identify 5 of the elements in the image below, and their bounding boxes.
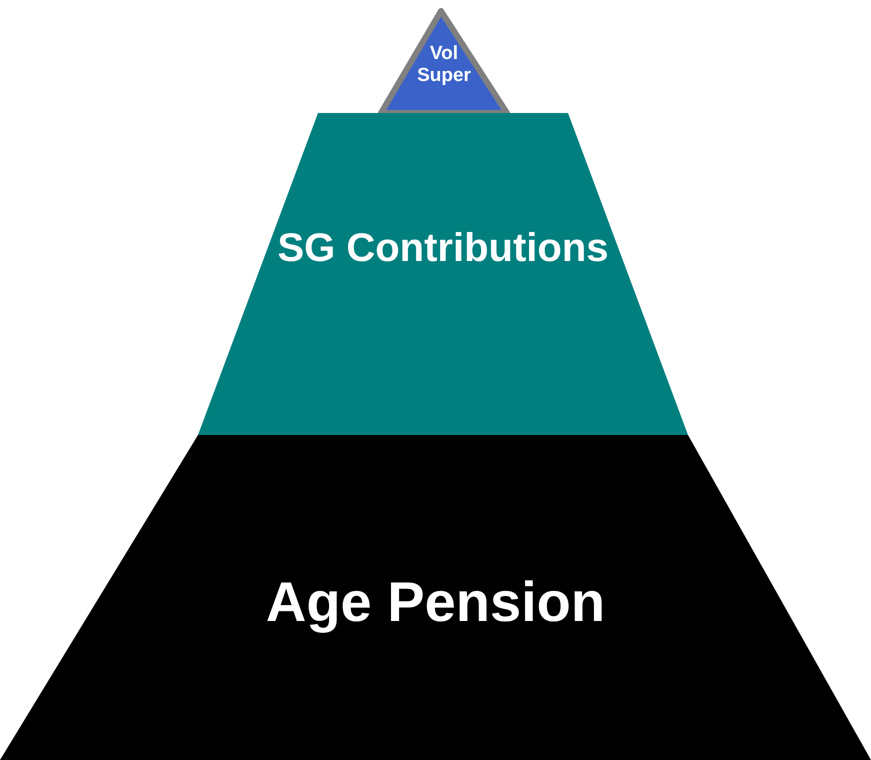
tier-label: SG Contributions <box>276 225 610 271</box>
tier-label: Age Pension <box>264 570 606 634</box>
pyramid-base-tier <box>0 435 871 760</box>
pyramid-middle-tier <box>198 113 688 435</box>
tier-label: Vol Super <box>416 43 472 87</box>
